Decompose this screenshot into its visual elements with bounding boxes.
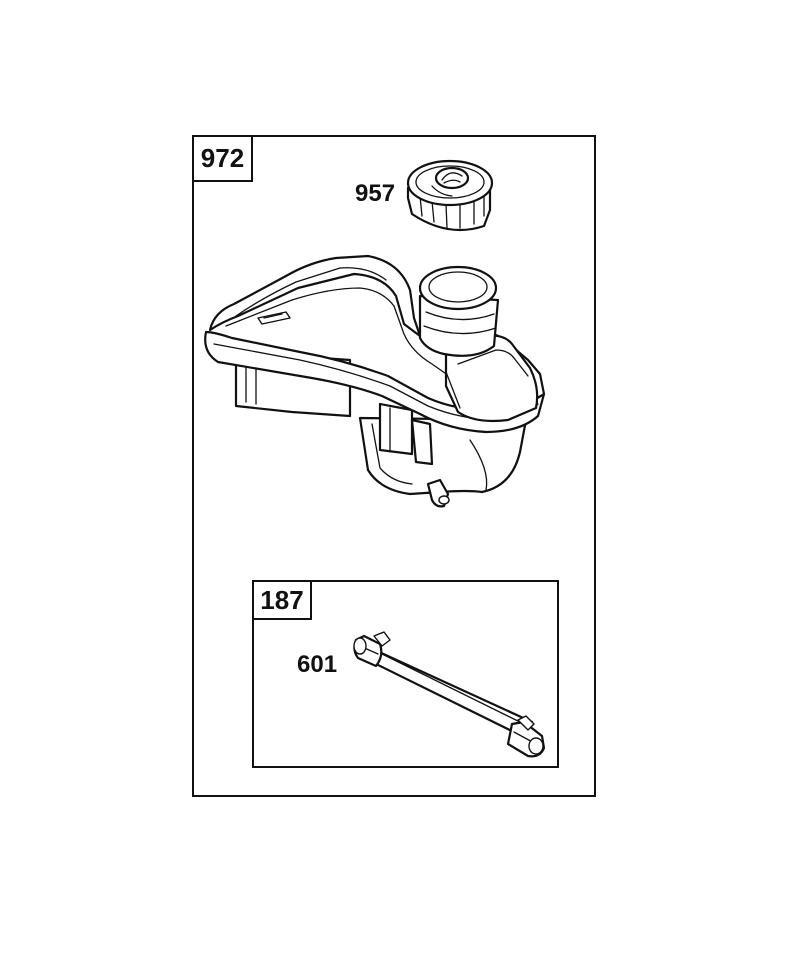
fuel-cap-callout: 957 [355, 180, 396, 207]
fuel-line-illustration [353, 631, 546, 758]
kit-187-frame [252, 580, 559, 768]
kit-972-frame [192, 135, 596, 797]
kit-187-number: 187 [252, 580, 312, 620]
fuel-line-callout: 601 [297, 651, 338, 678]
fuel-tank-illustration [204, 254, 546, 508]
fuel-cap-illustration [406, 159, 494, 232]
kit-972-number: 972 [192, 135, 253, 182]
